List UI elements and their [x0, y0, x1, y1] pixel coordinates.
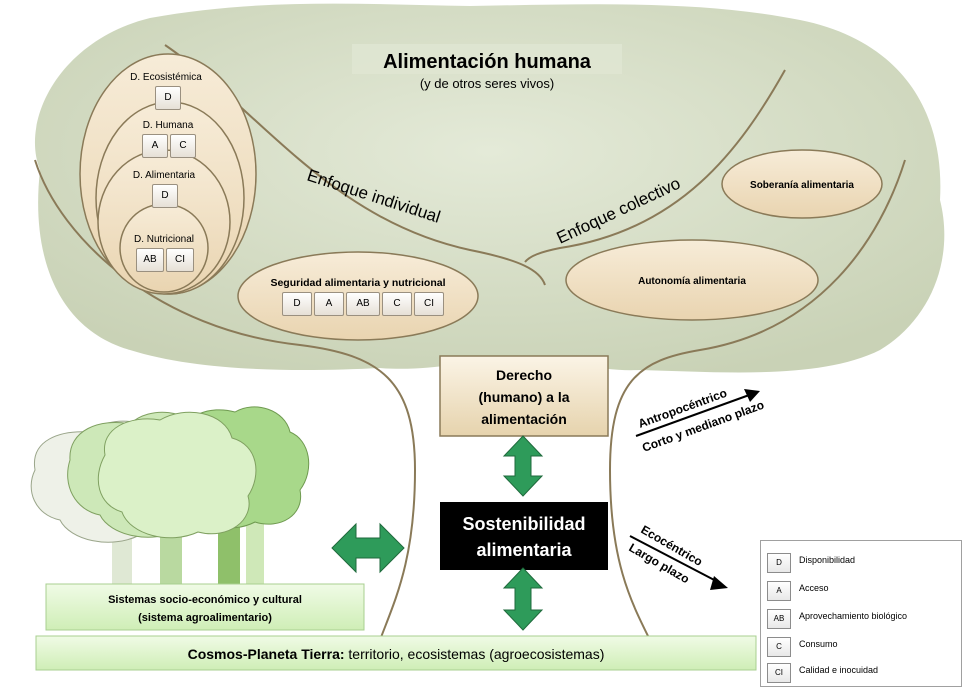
- derecho-line2: (humano) a la: [478, 389, 569, 405]
- circle-nutricional: [119, 203, 209, 293]
- sistemas-line1: Sistemas socio-económico y cultural: [108, 594, 302, 606]
- antropocentrico-arrowhead: [744, 389, 760, 402]
- derecho-line3: alimentación: [481, 411, 567, 427]
- badge-nut-ab: AB: [136, 248, 164, 272]
- legend-code: C: [767, 637, 791, 657]
- antropocentrico-arrow: [635, 393, 753, 437]
- branch-right: [524, 69, 786, 263]
- seguridad-label: Seguridad alimentaria y nutricional: [270, 277, 445, 289]
- trees-illustration: [30, 406, 310, 590]
- badge-seg-d: D: [282, 292, 312, 316]
- label-alimentaria: D. Alimentaria: [133, 170, 196, 181]
- cosmos-bold: Cosmos-Planeta Tierra:: [188, 646, 345, 662]
- legend-label: Acceso: [799, 583, 829, 593]
- legend-code: AB: [767, 609, 791, 629]
- badge-eco-d: D: [155, 86, 181, 110]
- soberania-label: Soberanía alimentaria: [750, 180, 854, 191]
- vertical-arrow-top: [502, 435, 544, 497]
- ecocentrico-arrowhead: [710, 576, 728, 590]
- subtitle-text: (y de otros seres vivos): [420, 76, 554, 91]
- sostenibilidad-box: [440, 502, 608, 570]
- badge-hum-a: A: [142, 134, 168, 158]
- legend-code: CI: [767, 663, 791, 683]
- cosmos-rest: territorio, ecosistemas (agroecosistemas…: [345, 646, 605, 662]
- legend-label: Consumo: [799, 639, 838, 649]
- derecho-line1: Derecho: [496, 367, 552, 383]
- legend-code: A: [767, 581, 791, 601]
- legend-label: Aprovechamiento biológico: [799, 611, 908, 621]
- trunk-left-outline: [34, 159, 417, 641]
- autonomia-ellipse: [565, 239, 819, 321]
- sistemas-line2: (sistema agroalimentario): [138, 612, 272, 624]
- trunk-right-outline: [608, 159, 906, 641]
- sostenibilidad-line1: Sostenibilidad: [462, 514, 585, 534]
- legend-label: Calidad e inocuidad: [799, 665, 879, 675]
- derecho-box: [439, 355, 609, 437]
- cosmos-box: [35, 635, 757, 671]
- badge-nut-ci: CI: [166, 248, 194, 272]
- badge-seg-c: C: [382, 292, 412, 316]
- ecocentrico-arrow: [629, 535, 721, 584]
- legend-box: D Disponibilidad A Acceso AB Aprovechami…: [760, 540, 962, 687]
- vertical-arrow-bottom: [502, 567, 544, 631]
- badge-seg-ci: CI: [414, 292, 444, 316]
- badge-ali-d: D: [152, 184, 178, 208]
- autonomia-label: Autonomía alimentaria: [638, 276, 746, 287]
- label-ecosistemica: D. Ecosistémica: [130, 72, 202, 83]
- cosmos-text: Cosmos-Planeta Tierra: territorio, ecosi…: [188, 646, 605, 662]
- horizontal-arrow: [331, 522, 405, 574]
- legend-code: D: [767, 553, 791, 573]
- sostenibilidad-line2: alimentaria: [476, 540, 572, 560]
- title-box: [352, 44, 622, 74]
- sistemas-box: [45, 583, 365, 631]
- soberania-ellipse: [721, 149, 883, 219]
- legend-label: Disponibilidad: [799, 555, 856, 565]
- title-text: Alimentación humana: [383, 51, 592, 73]
- badge-seg-ab: AB: [346, 292, 380, 316]
- label-humana: D. Humana: [143, 120, 194, 131]
- badge-hum-c: C: [170, 134, 196, 158]
- badge-seg-a: A: [314, 292, 344, 316]
- label-nutricional: D. Nutricional: [134, 234, 194, 245]
